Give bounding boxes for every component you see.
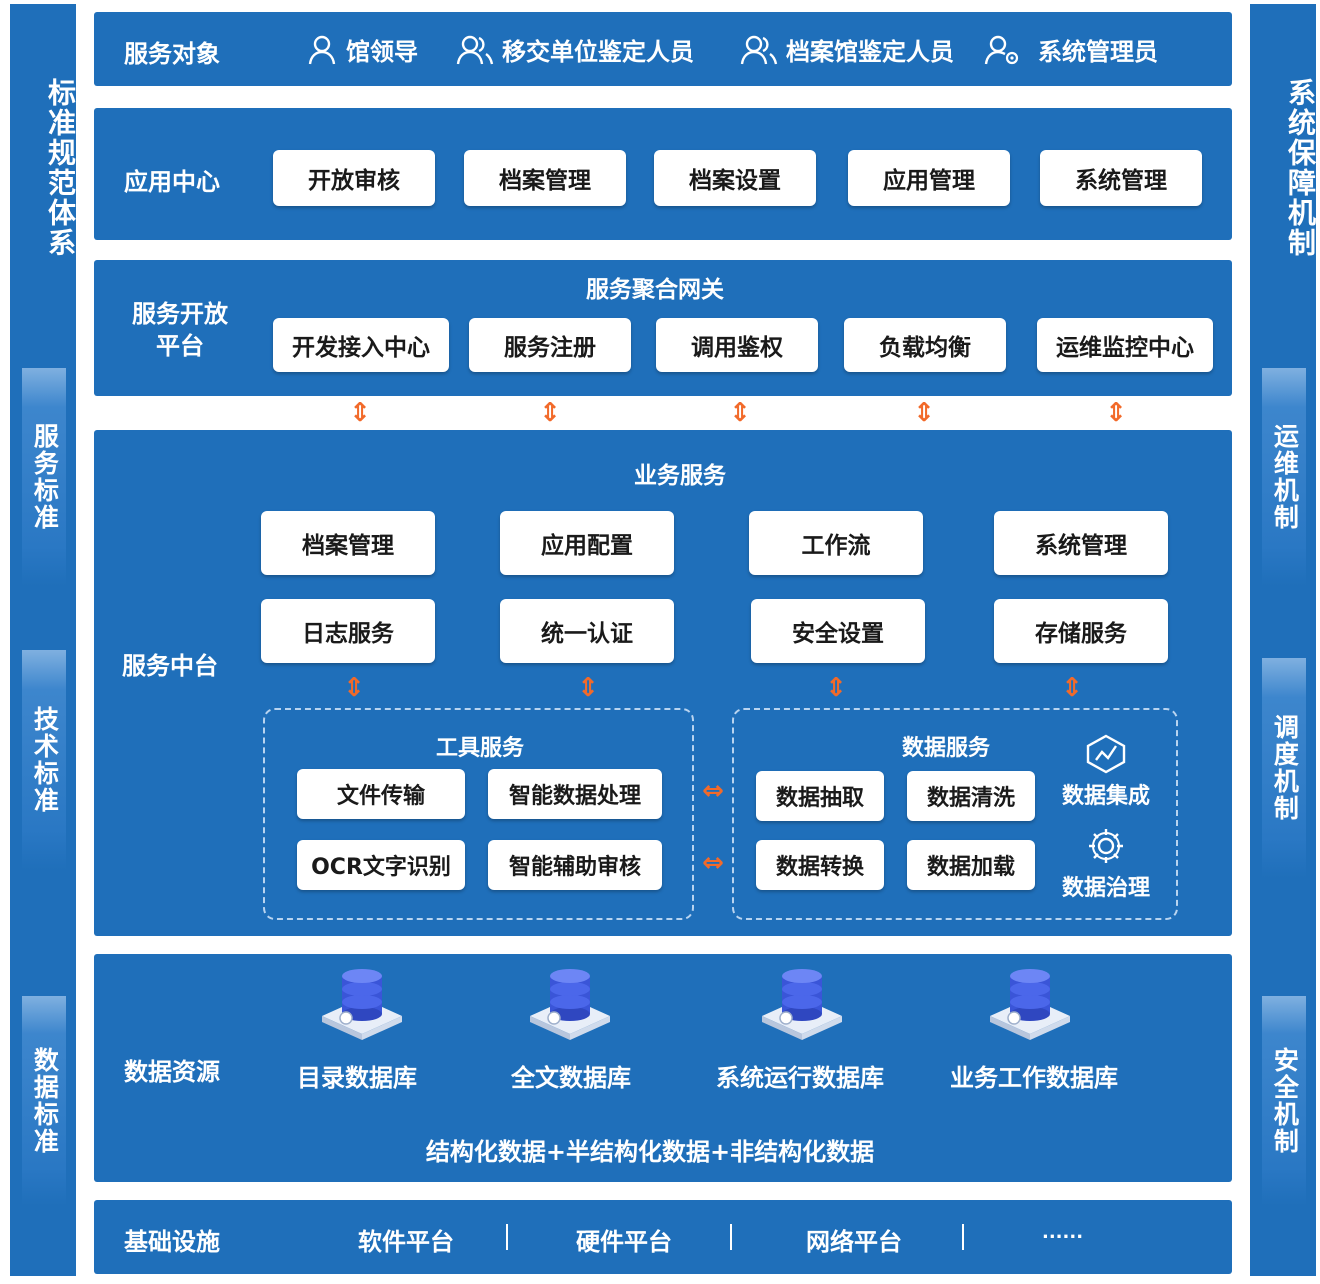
- open-platform-gateway-title: 服务聚合网关: [586, 277, 724, 303]
- updown-arrow-icon: ⇕: [729, 398, 751, 428]
- updown-arrow-icon: ⇕: [1105, 398, 1127, 428]
- data-resources-label: 数据资源: [124, 1058, 220, 1086]
- data-integration-icon: [1086, 734, 1126, 774]
- open-platform-label: 服务开放平台: [132, 300, 228, 360]
- left-tab-service-standard: 服务标准: [22, 368, 66, 586]
- data-services-title: 数据服务: [901, 736, 990, 761]
- left-tab-data-standard: 数据标准: [22, 996, 66, 1206]
- data-services-group: [732, 708, 1178, 920]
- updown-arrow-icon: ⇕: [825, 673, 847, 703]
- left-tab-tech-standard: 技术标准: [22, 650, 66, 870]
- open-platform-dev-access[interactable]: 开发接入中心: [273, 318, 449, 372]
- infra-separator: [962, 1224, 964, 1250]
- infrastructure-panel: [94, 1200, 1232, 1274]
- database-icon: [322, 969, 402, 1040]
- database-icon: [762, 969, 842, 1040]
- open-platform-auth[interactable]: 调用鉴权: [656, 318, 818, 372]
- data-governance-item: 数据治理: [1056, 826, 1156, 901]
- business-workflow[interactable]: 工作流: [749, 511, 923, 575]
- updown-arrow-icon: ⇕: [913, 398, 935, 428]
- database-business-work: 业务工作数据库: [944, 962, 1124, 1092]
- tool-file-transfer[interactable]: 文件传输: [297, 769, 465, 819]
- updown-arrow-icon: ⇕: [577, 673, 599, 703]
- service-object-transfer-appraiser: 移交单位鉴定人员: [456, 32, 694, 67]
- left-column-title: 标准规范体系: [44, 78, 77, 258]
- data-governance-icon: [1089, 829, 1123, 863]
- database-catalog-label: 目录数据库: [297, 1064, 417, 1092]
- database-icon: [990, 969, 1070, 1040]
- data-clean[interactable]: 数据清洗: [907, 771, 1035, 821]
- open-platform-service-register[interactable]: 服务注册: [469, 318, 631, 372]
- data-extract[interactable]: 数据抽取: [756, 771, 884, 821]
- user-icon: [308, 35, 336, 64]
- database-system-runtime: 系统运行数据库: [710, 962, 890, 1092]
- business-app-config[interactable]: 应用配置: [500, 511, 674, 575]
- service-object-leader: 馆领导: [306, 32, 418, 67]
- tool-services-group: [263, 708, 694, 920]
- business-archive-management[interactable]: 档案管理: [261, 511, 435, 575]
- business-system-management[interactable]: 系统管理: [994, 511, 1168, 575]
- database-fulltext: 全文数据库: [506, 962, 636, 1092]
- data-load[interactable]: 数据加载: [907, 840, 1035, 890]
- infrastructure-label: 基础设施: [124, 1228, 220, 1256]
- service-object-admin: 系统管理员: [984, 32, 1158, 67]
- leftright-arrow-icon: ⇔: [702, 848, 724, 878]
- database-system-runtime-label: 系统运行数据库: [716, 1064, 884, 1092]
- tool-ocr[interactable]: OCR文字识别: [297, 840, 465, 890]
- service-objects-panel: [94, 12, 1232, 86]
- business-services-title: 业务服务: [634, 463, 726, 489]
- tool-services-title: 工具服务: [435, 736, 524, 761]
- database-icon: [530, 969, 610, 1040]
- updown-arrow-icon: ⇕: [349, 398, 371, 428]
- business-storage-service[interactable]: 存储服务: [994, 599, 1168, 663]
- data-transform[interactable]: 数据转换: [756, 840, 884, 890]
- infra-hardware-platform: 硬件平台: [576, 1228, 672, 1256]
- tool-smart-assist-review[interactable]: 智能辅助审核: [488, 840, 662, 890]
- infra-more: ......: [1042, 1222, 1084, 1243]
- database-fulltext-label: 全文数据库: [511, 1064, 631, 1092]
- business-security-settings[interactable]: 安全设置: [751, 599, 925, 663]
- service-middle-label: 服务中台: [122, 652, 218, 680]
- infra-network-platform: 网络平台: [806, 1228, 902, 1256]
- right-tab-ops: 运维机制: [1262, 368, 1306, 586]
- app-center-archive-settings[interactable]: 档案设置: [654, 150, 816, 206]
- updown-arrow-icon: ⇕: [343, 673, 365, 703]
- app-center-open-review[interactable]: 开放审核: [273, 150, 435, 206]
- app-center-system-management[interactable]: 系统管理: [1040, 150, 1202, 206]
- user-gear-icon: [984, 35, 1019, 64]
- app-center-app-management[interactable]: 应用管理: [848, 150, 1010, 206]
- users-icon: [456, 35, 494, 64]
- right-tab-security: 安全机制: [1262, 996, 1306, 1206]
- updown-arrow-icon: ⇕: [1061, 673, 1083, 703]
- service-object-archive-appraiser: 档案馆鉴定人员: [740, 32, 954, 67]
- updown-arrow-icon: ⇕: [539, 398, 561, 428]
- app-center-archive-management[interactable]: 档案管理: [464, 150, 626, 206]
- data-integration-item: 数据集成: [1056, 734, 1156, 809]
- right-tab-dispatch: 调度机制: [1262, 658, 1306, 878]
- users-icon: [740, 35, 778, 64]
- business-unified-auth[interactable]: 统一认证: [500, 599, 674, 663]
- infra-separator: [506, 1224, 508, 1250]
- right-column-title: 系统保障机制: [1284, 78, 1317, 258]
- infra-software-platform: 软件平台: [358, 1228, 454, 1256]
- open-platform-ops-monitor[interactable]: 运维监控中心: [1037, 318, 1213, 372]
- leftright-arrow-icon: ⇔: [702, 776, 724, 806]
- open-platform-load-balance[interactable]: 负载均衡: [844, 318, 1006, 372]
- database-business-work-label: 业务工作数据库: [950, 1064, 1118, 1092]
- app-center-label: 应用中心: [124, 168, 220, 196]
- infra-separator: [730, 1224, 732, 1250]
- data-resources-summary: 结构化数据+半结构化数据+非结构化数据: [425, 1138, 875, 1166]
- service-objects-label: 服务对象: [124, 40, 220, 68]
- database-catalog: 目录数据库: [292, 962, 422, 1092]
- business-log-service[interactable]: 日志服务: [261, 599, 435, 663]
- tool-smart-data-processing[interactable]: 智能数据处理: [488, 769, 662, 819]
